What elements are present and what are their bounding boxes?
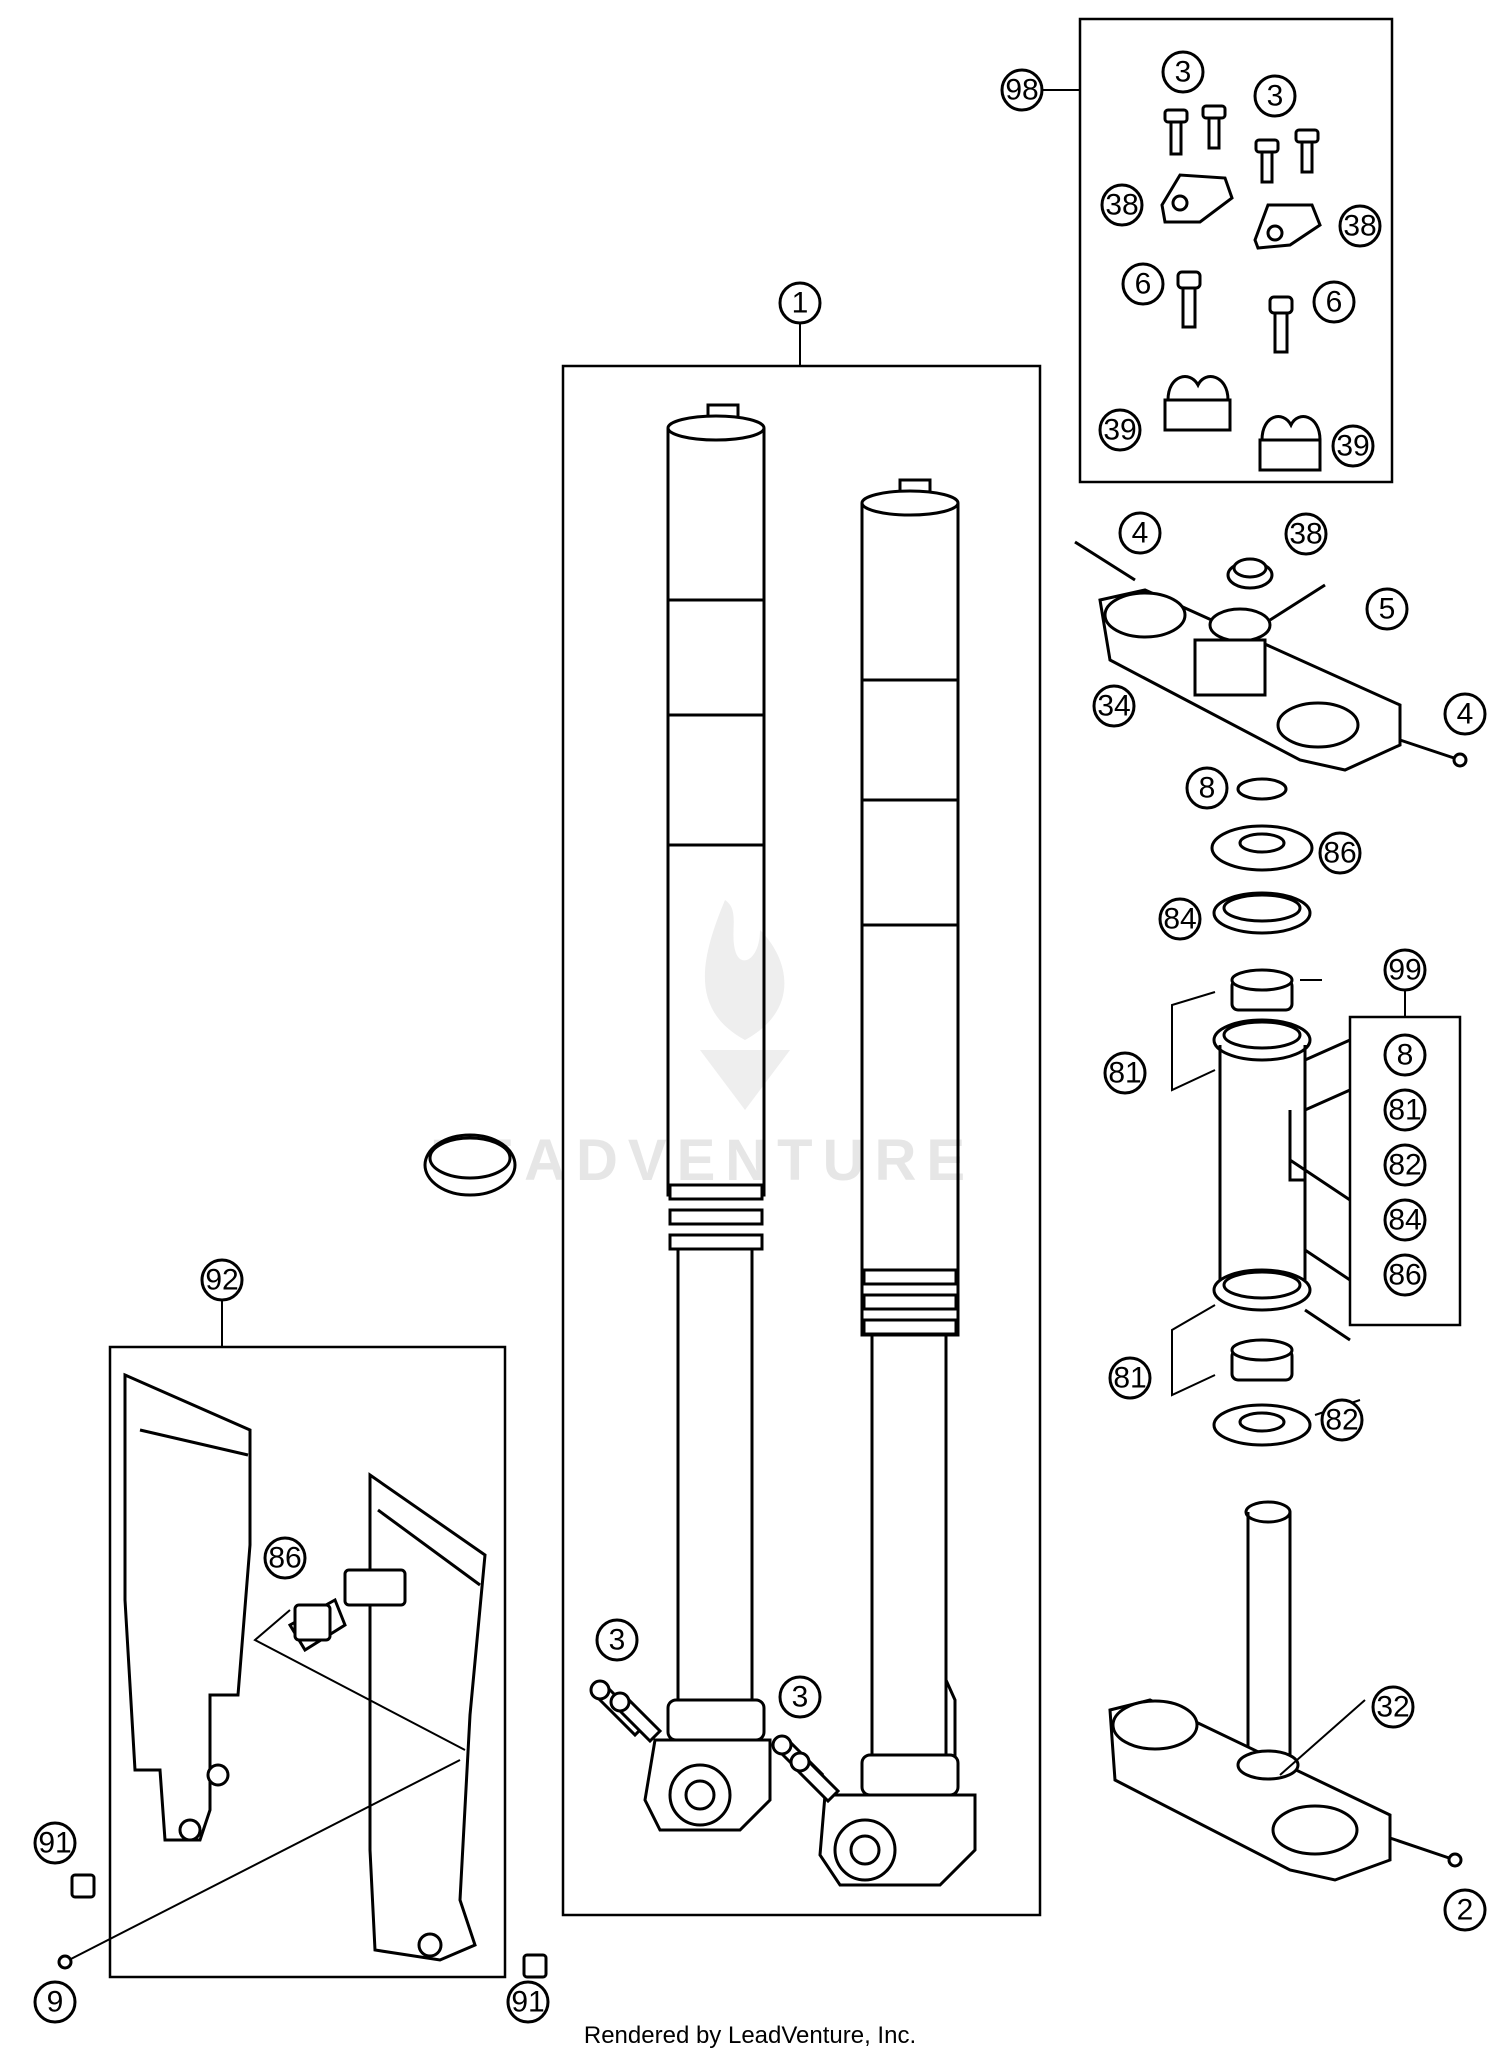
callout-9[interactable]: 9 xyxy=(33,1980,77,2024)
fork-leg-left xyxy=(643,403,772,1832)
svg-text:6: 6 xyxy=(1135,268,1152,301)
callout-91-left[interactable]: 91 xyxy=(33,1821,77,1865)
svg-text:81: 81 xyxy=(1388,1094,1421,1127)
steering-stack xyxy=(1210,777,1351,1447)
callout-99[interactable]: 99 xyxy=(1383,948,1427,992)
svg-text:4: 4 xyxy=(1457,698,1474,731)
callout-39-a[interactable]: 39 xyxy=(1098,408,1142,452)
handlebar-clamp-kit-box xyxy=(1078,17,1394,484)
svg-text:4: 4 xyxy=(1132,517,1149,550)
svg-text:86: 86 xyxy=(1388,1259,1421,1292)
svg-text:5: 5 xyxy=(1379,593,1396,626)
fork-clamp-screws xyxy=(589,1679,841,1804)
callout-39-b[interactable]: 39 xyxy=(1331,424,1375,468)
callout-6-kit-d[interactable]: 6 xyxy=(1312,280,1356,324)
svg-text:3: 3 xyxy=(609,1624,626,1657)
callout-92[interactable]: 92 xyxy=(200,1258,244,1302)
callout-86-clip[interactable]: 86 xyxy=(263,1536,307,1580)
callout-38-nut[interactable]: 38 xyxy=(1284,512,1328,556)
kit-list-item-1[interactable]: 8 xyxy=(1383,1033,1427,1077)
svg-text:3: 3 xyxy=(1175,56,1192,89)
svg-text:82: 82 xyxy=(1388,1149,1421,1182)
upper-triple-clamp xyxy=(1074,540,1468,772)
svg-text:81: 81 xyxy=(1108,1057,1141,1090)
svg-text:82: 82 xyxy=(1325,1404,1358,1437)
callout-98[interactable]: 98 xyxy=(1000,68,1044,112)
svg-text:6: 6 xyxy=(1326,286,1343,319)
svg-text:86: 86 xyxy=(1323,837,1356,870)
svg-text:8: 8 xyxy=(1199,772,1216,805)
svg-text:1: 1 xyxy=(792,287,809,320)
svg-text:9: 9 xyxy=(47,1986,64,2019)
kit-screws xyxy=(1163,104,1320,184)
guard-clip xyxy=(287,1597,347,1653)
svg-text:38: 38 xyxy=(1343,210,1376,243)
kit-list-item-4[interactable]: 84 xyxy=(1383,1198,1427,1242)
kit-list-item-3[interactable]: 82 xyxy=(1383,1143,1427,1187)
leader-lines xyxy=(1279,979,1366,1776)
svg-text:99: 99 xyxy=(1388,954,1421,987)
callout-84[interactable]: 84 xyxy=(1158,897,1202,941)
loose-seal-ring xyxy=(423,1133,517,1197)
fork-assembly-box xyxy=(561,364,1042,1917)
kit-list-item-2[interactable]: 81 xyxy=(1383,1088,1427,1132)
svg-text:2: 2 xyxy=(1457,1894,1474,1927)
callout-8[interactable]: 8 xyxy=(1185,766,1229,810)
svg-text:38: 38 xyxy=(1105,189,1138,222)
footer-credit: Rendered by LeadVenture, Inc. xyxy=(583,2022,917,2049)
watermark: LEADVENTURE xyxy=(430,900,975,1193)
kit-long-screws xyxy=(1176,270,1294,354)
kit-bar-clamps xyxy=(1163,375,1322,472)
callout-81-upper[interactable]: 81 xyxy=(1103,1051,1147,1095)
svg-text:81: 81 xyxy=(1113,1362,1146,1395)
fork-guard-right xyxy=(343,1472,487,1962)
svg-text:32: 32 xyxy=(1376,1691,1409,1724)
fork-guard-kit-box xyxy=(108,1345,507,1979)
callout-4-left[interactable]: 4 xyxy=(1118,511,1162,555)
callout-32[interactable]: 32 xyxy=(1371,1685,1415,1729)
svg-text:91: 91 xyxy=(511,1986,544,2019)
svg-text:39: 39 xyxy=(1336,430,1369,463)
guard-bolts xyxy=(57,1873,548,1979)
callout-3-fork-left[interactable]: 3 xyxy=(595,1618,639,1662)
fork-leg-right xyxy=(818,478,977,1887)
svg-text:38: 38 xyxy=(1289,518,1322,551)
callout-86-spacer[interactable]: 86 xyxy=(1318,831,1362,875)
callout-6-kit-c[interactable]: 6 xyxy=(1121,262,1165,306)
callout-38-kit-b[interactable]: 38 xyxy=(1338,204,1382,248)
callout-2[interactable]: 2 xyxy=(1443,1888,1487,1932)
lower-triple-clamp xyxy=(1108,1500,1463,1882)
kit-list-item-5[interactable]: 86 xyxy=(1383,1253,1427,1297)
fork-guard-left xyxy=(123,1372,252,1842)
callout-3-fork-right[interactable]: 3 xyxy=(778,1675,822,1719)
callout-91-right[interactable]: 91 xyxy=(506,1980,550,2024)
svg-text:91: 91 xyxy=(38,1827,71,1860)
watermark-text: LEADVENTURE xyxy=(430,1128,975,1193)
svg-text:34: 34 xyxy=(1097,690,1130,723)
svg-text:86: 86 xyxy=(268,1542,301,1575)
callout-3-kit-a[interactable]: 3 xyxy=(1161,50,1205,94)
svg-text:98: 98 xyxy=(1005,74,1038,107)
callout-1[interactable]: 1 xyxy=(778,281,822,325)
svg-text:39: 39 xyxy=(1103,414,1136,447)
svg-text:84: 84 xyxy=(1388,1204,1421,1237)
kit-covers xyxy=(1160,173,1322,250)
callout-82[interactable]: 82 xyxy=(1320,1398,1364,1442)
top-cover-nut xyxy=(1226,557,1274,590)
svg-text:3: 3 xyxy=(1267,80,1284,113)
svg-text:8: 8 xyxy=(1397,1039,1414,1072)
callout-4-right[interactable]: 4 xyxy=(1443,692,1487,736)
callout-81-lower[interactable]: 81 xyxy=(1108,1356,1152,1400)
callout-34[interactable]: 34 xyxy=(1092,684,1136,728)
svg-text:3: 3 xyxy=(792,1681,809,1714)
callout-5[interactable]: 5 xyxy=(1365,587,1409,631)
callout-3-kit-b[interactable]: 3 xyxy=(1253,74,1297,118)
callout-38-kit-a[interactable]: 38 xyxy=(1100,183,1144,227)
svg-text:92: 92 xyxy=(205,1264,238,1297)
svg-text:84: 84 xyxy=(1163,903,1196,936)
